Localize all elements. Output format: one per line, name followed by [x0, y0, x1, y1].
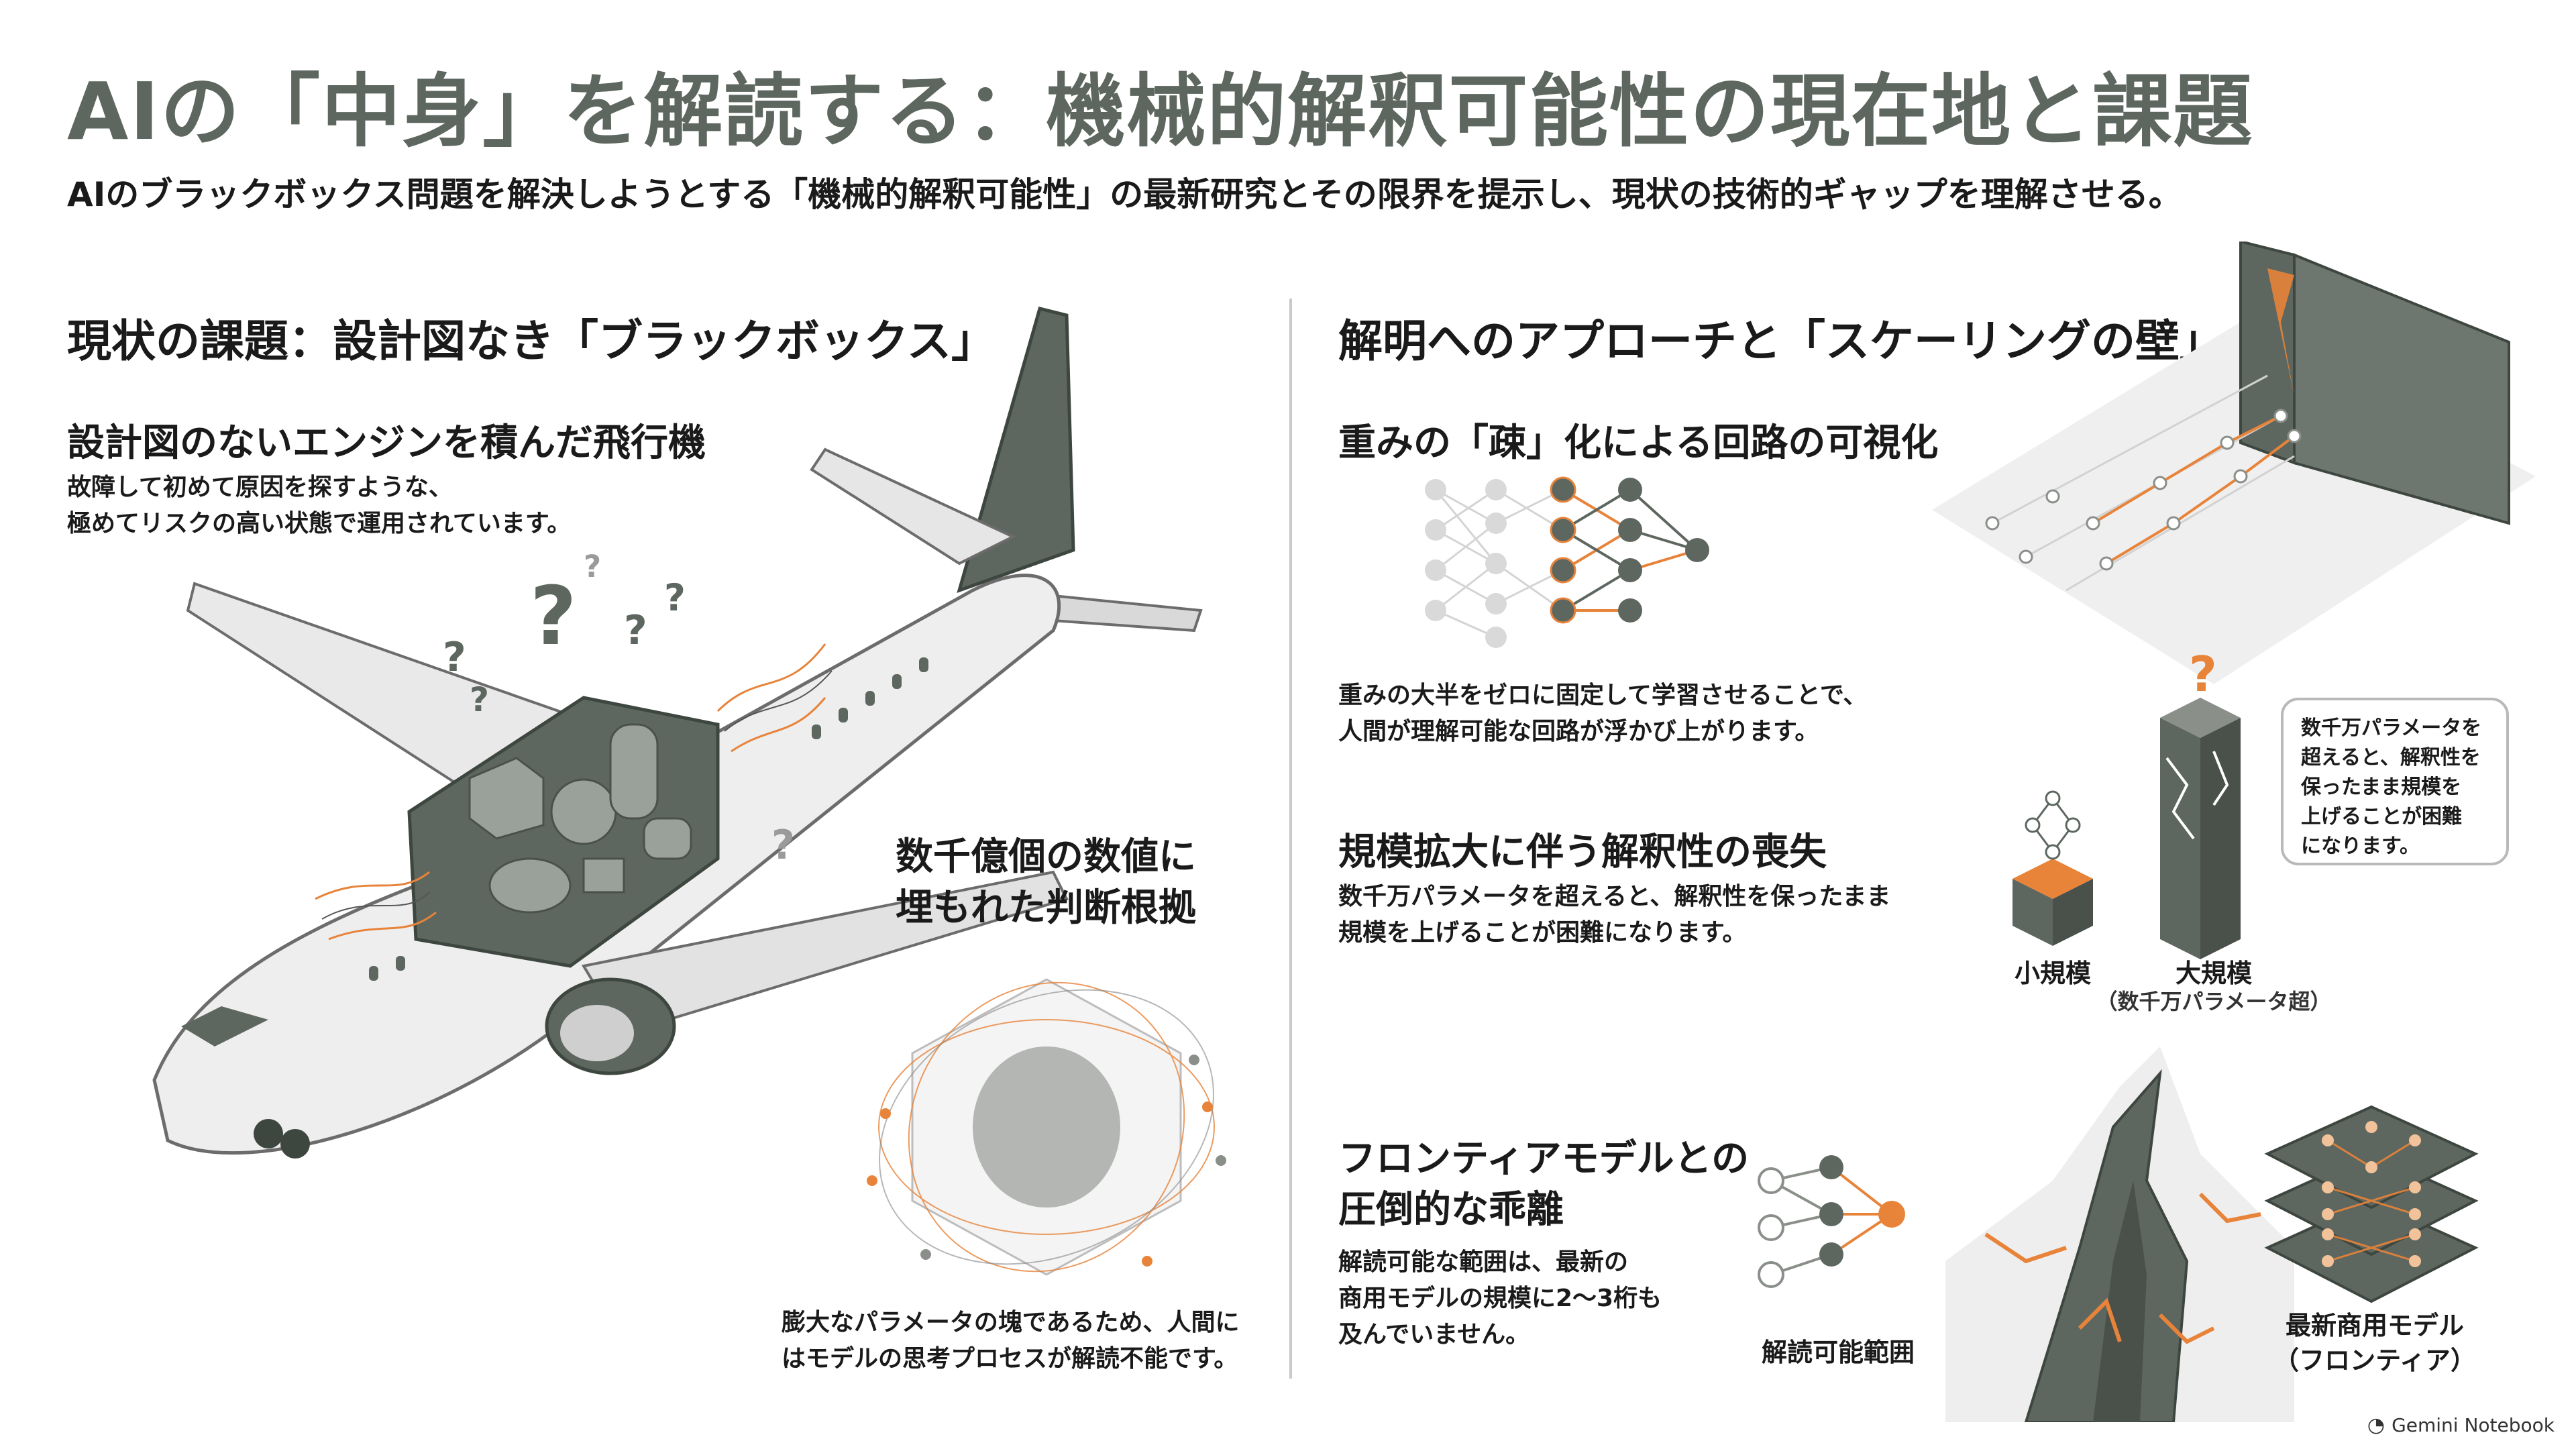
- interpretable-range-label: 解読可能範囲: [1761, 1338, 1915, 1367]
- airplane-illustration: ? ? ? ? ? ? ?: [152, 306, 1203, 1159]
- svg-text:?: ?: [530, 570, 577, 663]
- svg-text:?: ?: [771, 822, 795, 869]
- sparse-body: 重みの大半をゼロに固定して学習させることで、 人間が理解可能な回路が浮かび上がり…: [1338, 682, 1868, 745]
- svg-text:?: ?: [443, 634, 466, 681]
- page-title: AIの「中身」を解読する：機械的解釈可能性の現在地と課題: [67, 65, 2254, 158]
- scale-title: 規模拡大に伴う解釈性の喪失: [1338, 830, 1827, 874]
- small-scale-label: 小規模: [2014, 959, 2091, 988]
- parameter-cube-illustration: [867, 978, 1226, 1276]
- large-scale-sublabel: （数千万パラメータ超）: [2096, 989, 2332, 1014]
- column-divider: [1289, 299, 1292, 1379]
- engine-body: 故障して初めて原因を探すような、 極めてリスクの高い状態で運用されています。: [67, 474, 572, 537]
- engine-title: 設計図のないエンジンを積んだ飛行機: [67, 421, 706, 465]
- svg-text:?: ?: [2189, 651, 2217, 702]
- gemini-logo-icon: ◔: [2367, 1413, 2385, 1437]
- sparse-title: 重みの「疎」化による回路の可視化: [1338, 421, 1939, 465]
- left-section-heading: 現状の課題：設計図なき「ブラックボックス」: [67, 315, 996, 367]
- frontier-title: フロンティアモデルとの 圧倒的な乖離: [1338, 1137, 1750, 1232]
- large-scale-label: 大規模: [2175, 959, 2252, 988]
- chasm-illustration: [1945, 1046, 2294, 1422]
- params-body: 膨大なパラメータの塊であるため、人間に はモデルの思考プロセスが解読不能です。: [782, 1309, 1240, 1373]
- brand-footer: ◔ Gemini Notebook: [2367, 1413, 2555, 1437]
- params-title: 数千億個の数値に 埋もれた判断根拠: [896, 835, 1196, 930]
- frontier-body: 解読可能な範囲は、最新の 商用モデルの規模に2〜3桁も 及んでいません。: [1338, 1248, 1662, 1348]
- frontier-model-stack: [2264, 1105, 2479, 1303]
- svg-text:?: ?: [584, 549, 601, 584]
- svg-text:?: ?: [664, 576, 686, 619]
- interpretable-network-icon: [1758, 1155, 1905, 1288]
- scale-comparison-blocks: ?: [2012, 651, 2241, 959]
- right-section-heading: 解明へのアプローチと「スケーリングの壁」: [1338, 315, 2224, 367]
- scaling-wall-illustration: [1932, 241, 2536, 684]
- svg-text:?: ?: [624, 607, 647, 654]
- page-subtitle: AIのブラックボックス問題を解決しようとする「機械的解釈可能性」の最新研究とその…: [67, 175, 2182, 214]
- svg-text:?: ?: [470, 680, 489, 719]
- scale-body: 数千万パラメータを超えると、解釈性を保ったまま 規模を上げることが困難になります…: [1338, 883, 1891, 947]
- sparse-network-diagram: [1425, 476, 1709, 648]
- frontier-model-label: 最新商用モデル （フロンティア）: [2273, 1311, 2476, 1375]
- brand-label: Gemini Notebook: [2392, 1414, 2555, 1436]
- scale-callout-bubble: 数千万パラメータを 超えると、解釈性を 保ったまま規模を 上げることが困難 にな…: [2281, 698, 2509, 865]
